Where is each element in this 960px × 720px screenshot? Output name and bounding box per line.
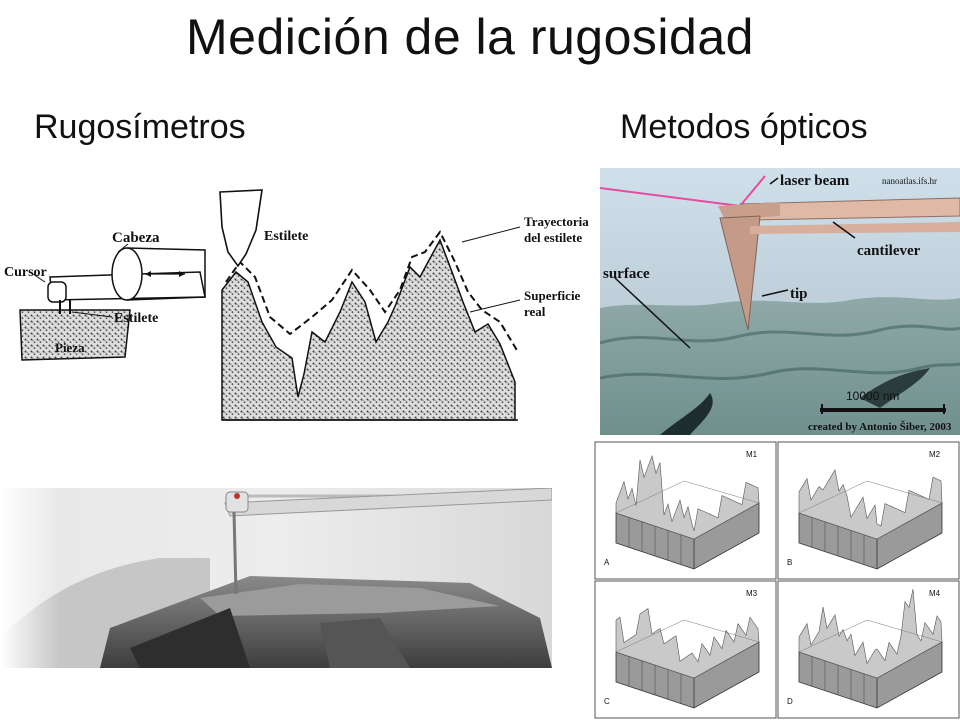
afm-scale-label: 10000 nm — [846, 389, 899, 403]
slide-title: Medición de la rugosidad — [186, 9, 754, 65]
afm-panel-m1: M1A — [594, 441, 777, 580]
afm-panel-letter: C — [604, 697, 610, 706]
profilometer-diagram: Cabeza Cursor Estilete Pieza Estilete Tr… — [0, 182, 600, 432]
afm-panel-name: M2 — [929, 450, 941, 459]
heading-rugosimetros: Rugosímetros — [34, 108, 246, 146]
label-cursor: Cursor — [4, 265, 47, 280]
afm-credit: created by Antonio Šiber, 2003 — [808, 420, 952, 433]
machine-sketch — [19, 243, 206, 361]
label-cabeza: Cabeza — [112, 230, 160, 246]
label-estilete-small: Estilete — [114, 311, 158, 326]
label-superficie-1: Superficie — [524, 288, 581, 303]
afm-panel-name: M1 — [746, 450, 758, 459]
label-estilete-big: Estilete — [264, 229, 308, 244]
label-trayectoria-2: del estilete — [524, 230, 582, 245]
label-pieza: Pieza — [55, 340, 85, 355]
profilometer-photo — [0, 488, 552, 668]
afm-panel-m3: M3C — [594, 580, 777, 719]
afm-panel-name: M4 — [929, 589, 941, 598]
label-superficie-2: real — [524, 304, 546, 319]
afm-panel-name: M3 — [746, 589, 758, 598]
afm-panel-letter: B — [787, 558, 792, 567]
afm-panel-letter: A — [604, 558, 610, 567]
afm-panel-m4: M4D — [777, 580, 960, 719]
afm-panel-m2: M2B — [777, 441, 960, 580]
afm-panel-letter: D — [787, 697, 793, 706]
afm-render: nanoatlas.ifs.hr laser beam cantilever s… — [600, 168, 960, 435]
label-trayectoria-1: Trayectoria — [524, 214, 589, 229]
afm-label-cantilever: cantilever — [857, 243, 921, 259]
afm-label-laser: laser beam — [780, 173, 850, 189]
afm-label-tip: tip — [790, 286, 808, 302]
heading-metodos-opticos: Metodos ópticos — [620, 108, 868, 146]
afm-watermark: nanoatlas.ifs.hr — [882, 176, 937, 186]
surface-profile — [219, 189, 521, 421]
afm-label-surface: surface — [603, 266, 650, 282]
